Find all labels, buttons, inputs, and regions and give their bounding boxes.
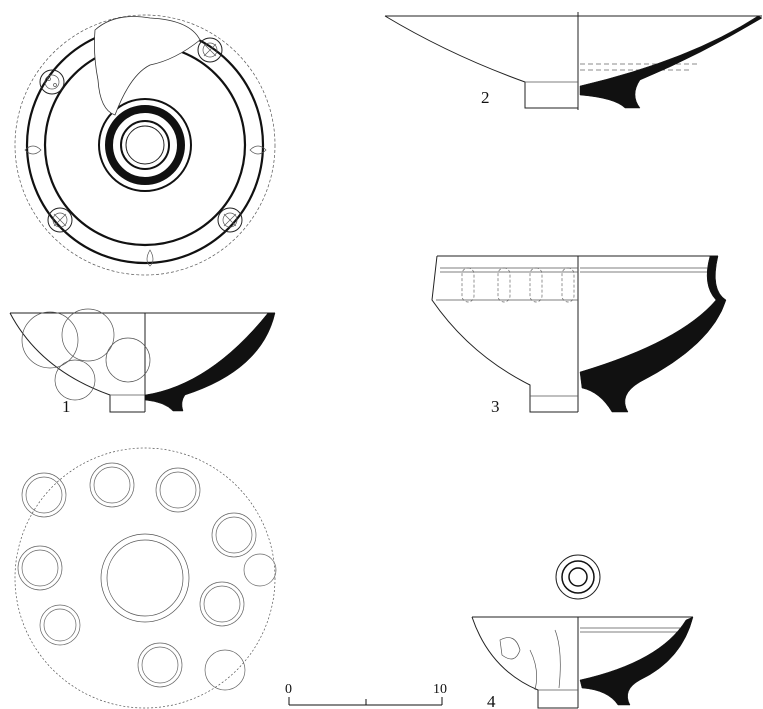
vessel-2-number: 2 xyxy=(481,88,490,107)
stamp-rosette xyxy=(197,37,223,63)
vessel-3-profile: 3 xyxy=(431,255,727,416)
vessel-2-profile: 2 xyxy=(384,12,763,110)
vessel-4-number: 4 xyxy=(487,692,496,709)
vessel-1-number: 1 xyxy=(62,397,71,416)
stamp-detail xyxy=(555,554,601,600)
stamp-rosette xyxy=(47,207,73,233)
stamp-rosette xyxy=(217,207,243,233)
vessel-4-profile: 4 xyxy=(471,554,694,709)
scale-end-label: 10 xyxy=(433,682,447,697)
vessel-1-profile: 1 xyxy=(9,308,276,416)
scale-start-label: 0 xyxy=(285,682,292,697)
vessel-3-number: 3 xyxy=(491,397,500,416)
stamp-rosette xyxy=(39,69,65,95)
vessel-1-top-view xyxy=(14,14,276,276)
scale-bar: 0 10 xyxy=(285,682,447,706)
vessel-1-bottom-view xyxy=(14,447,277,709)
